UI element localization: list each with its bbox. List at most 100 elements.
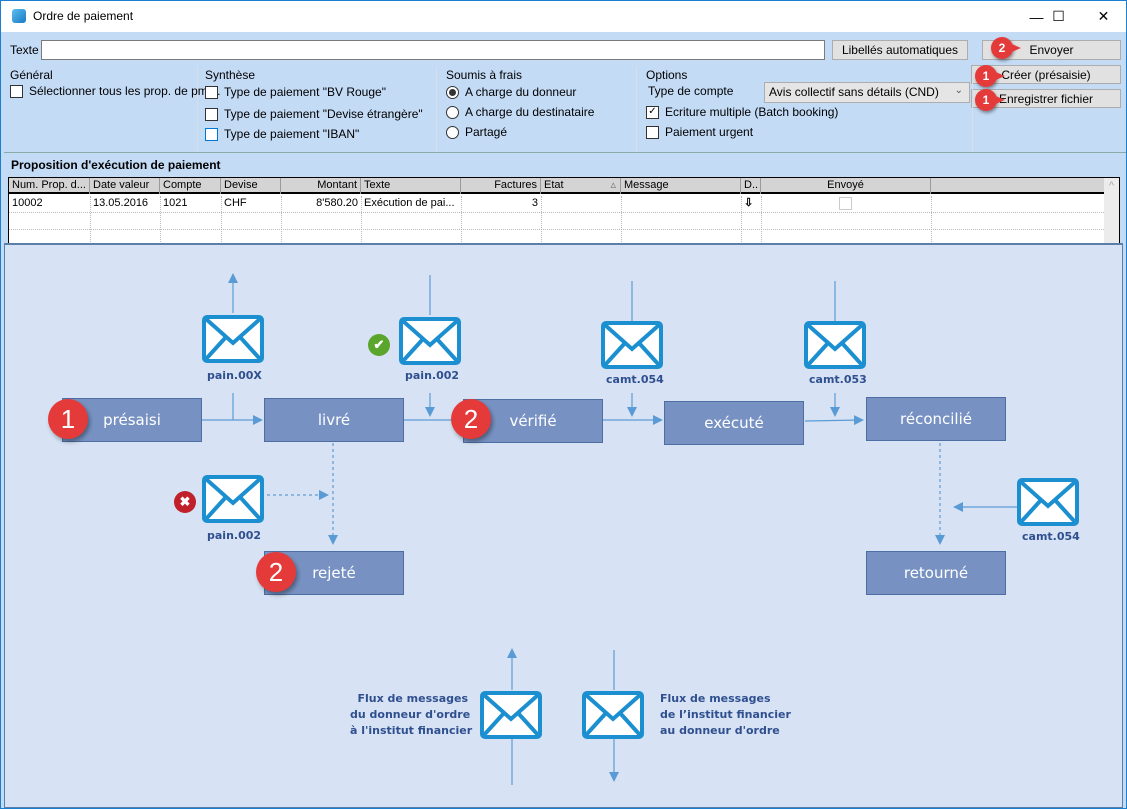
grid-line	[741, 196, 742, 243]
synthese-title: Synthèse	[205, 68, 256, 82]
save-badge-pointer	[991, 94, 1005, 106]
envelope-icon	[202, 475, 264, 523]
step-badge-verifie: 2	[451, 399, 491, 439]
fees-donor-label: A charge du donneur	[465, 85, 577, 99]
state-execute: exécuté	[664, 401, 804, 445]
bv-rouge-label: Type de paiement "BV Rouge"	[224, 85, 386, 99]
grid-line	[9, 212, 1106, 213]
iban-checkbox[interactable]: Type de paiement "IBAN"	[205, 127, 359, 141]
radio-circle	[446, 125, 459, 139]
checkbox-box	[205, 107, 218, 121]
sent-checkbox[interactable]	[839, 197, 852, 210]
urgent-checkbox[interactable]: Paiement urgent	[646, 125, 753, 139]
maximize-icon: ☐	[1052, 8, 1065, 24]
cell-compte: 1021	[163, 197, 188, 209]
batch-booking-label: Ecriture multiple (Batch booking)	[665, 105, 839, 119]
create-badge-pointer	[991, 70, 1005, 82]
fees-shared-radio[interactable]: Partagé	[446, 125, 507, 139]
fees-shared-label: Partagé	[465, 125, 508, 139]
select-all-checkbox[interactable]: Sélectionner tous les prop. de pmts.	[10, 84, 220, 98]
msg-label-pain002-err: pain.002	[207, 529, 262, 542]
legend-line: du donneur d'ordre	[350, 708, 471, 721]
col-date[interactable]: Date valeur	[90, 178, 160, 194]
cell-date: 13.05.2016	[93, 197, 149, 209]
send-badge-pointer	[1007, 42, 1021, 54]
cell-montant: 8'580.20	[316, 197, 358, 209]
payment-status-diagram: pain.00X ✔ pain.002 camt.054 camt.053 ✖ …	[4, 243, 1123, 808]
grid-line	[931, 196, 932, 243]
vertical-scrollbar[interactable]: ^	[1104, 178, 1119, 243]
col-montant[interactable]: Montant	[281, 178, 361, 194]
options-group: Options Type de compte ✓ Ecriture multip…	[637, 66, 973, 152]
msg-label-pain002-ok: pain.002	[405, 369, 460, 382]
col-envoye[interactable]: Envoyé	[761, 178, 931, 194]
col-compte[interactable]: Compte	[160, 178, 221, 194]
cell-etat	[541, 196, 621, 212]
msg-label-camt053: camt.053	[809, 373, 867, 386]
grid-header: Num. Prop. d... Date valeur Compte Devis…	[9, 178, 1106, 194]
proposals-grid: Num. Prop. d... Date valeur Compte Devis…	[8, 177, 1120, 243]
options-title: Options	[646, 68, 688, 82]
maximize-button[interactable]: ☐	[1036, 1, 1081, 32]
msg-label-pain00x: pain.00X	[207, 369, 262, 382]
grid-line	[541, 196, 542, 243]
col-message[interactable]: Message	[621, 178, 741, 194]
state-retourne: retourné	[866, 551, 1006, 595]
fees-recipient-radio[interactable]: A charge du destinataire	[446, 105, 594, 119]
fees-donor-radio[interactable]: A charge du donneur	[446, 85, 576, 99]
scroll-up-icon[interactable]: ^	[1108, 180, 1115, 192]
envelope-icon	[601, 321, 663, 369]
state-verifie: vérifié	[463, 399, 603, 443]
text-input[interactable]	[41, 40, 825, 60]
minimize-button[interactable]: —	[1014, 1, 1059, 32]
col-etat[interactable]: Etat ▵	[541, 178, 621, 194]
radio-circle	[446, 105, 459, 119]
success-check-icon: ✔	[368, 334, 390, 356]
step-badge-rejete: 2	[256, 552, 296, 592]
fees-recipient-label: A charge du destinataire	[465, 105, 595, 119]
account-type-select[interactable]: Avis collectif sans détails (CND) ⌄	[764, 82, 970, 103]
radio-circle	[446, 85, 459, 99]
col-num[interactable]: Num. Prop. d...	[9, 178, 90, 194]
state-livre: livré	[264, 398, 404, 442]
radio-dot	[449, 88, 456, 96]
legend-line: Flux de messages	[357, 692, 468, 705]
proposals-section: Proposition d'exécution de paiement Num.…	[4, 152, 1126, 243]
arrow-execute-reconcilie	[804, 415, 864, 426]
envelope-icon	[480, 691, 542, 739]
legend-outgoing-text: Flux de messages du donneur d'ordre à l'…	[350, 691, 473, 739]
legend-incoming-text: Flux de messages de l’institut financier…	[660, 691, 791, 739]
col-direction[interactable]: D..	[741, 178, 761, 194]
legend-line: à l'institut financier	[350, 724, 473, 737]
cell-num: 10002	[12, 197, 43, 209]
grid-line	[160, 196, 161, 243]
foreign-currency-checkbox[interactable]: Type de paiement "Devise étrangère"	[205, 107, 423, 121]
col-factures[interactable]: Factures	[461, 178, 541, 194]
title-bar: Ordre de paiement — ☐ ✕	[1, 1, 1126, 32]
col-etat-label: Etat	[544, 179, 564, 191]
col-devise[interactable]: Devise	[221, 178, 281, 194]
grid-line	[461, 196, 462, 243]
save-file-button[interactable]: Enregistrer fichier	[971, 89, 1121, 108]
urgent-label: Paiement urgent	[665, 125, 754, 139]
error-x-icon: ✖	[174, 491, 196, 513]
minimize-icon: —	[1029, 8, 1044, 25]
close-button[interactable]: ✕	[1081, 1, 1126, 32]
envelope-icon	[582, 691, 644, 739]
envelope-icon	[804, 321, 866, 369]
iban-label: Type de paiement "IBAN"	[224, 127, 360, 141]
legend-line: Flux de messages	[660, 692, 771, 705]
account-type-value: Avis collectif sans détails (CND)	[769, 85, 939, 99]
bv-rouge-checkbox[interactable]: Type de paiement "BV Rouge"	[205, 85, 386, 99]
check-icon: ✓	[646, 105, 659, 119]
envelope-icon	[1017, 478, 1079, 526]
batch-booking-checkbox[interactable]: ✓ Ecriture multiple (Batch booking)	[646, 105, 838, 119]
general-group: Général Sélectionner tous les prop. de p…	[4, 66, 220, 152]
proposals-title: Proposition d'exécution de paiement	[11, 158, 221, 172]
create-presaisie-button[interactable]: Créer (présaisie)	[971, 65, 1121, 84]
col-texte[interactable]: Texte	[361, 178, 461, 194]
grid-line	[221, 196, 222, 243]
fees-group: Soumis à frais A charge du donneur A cha…	[437, 66, 637, 152]
checkbox-box	[205, 85, 218, 99]
auto-labels-button[interactable]: Libellés automatiques	[832, 40, 968, 60]
